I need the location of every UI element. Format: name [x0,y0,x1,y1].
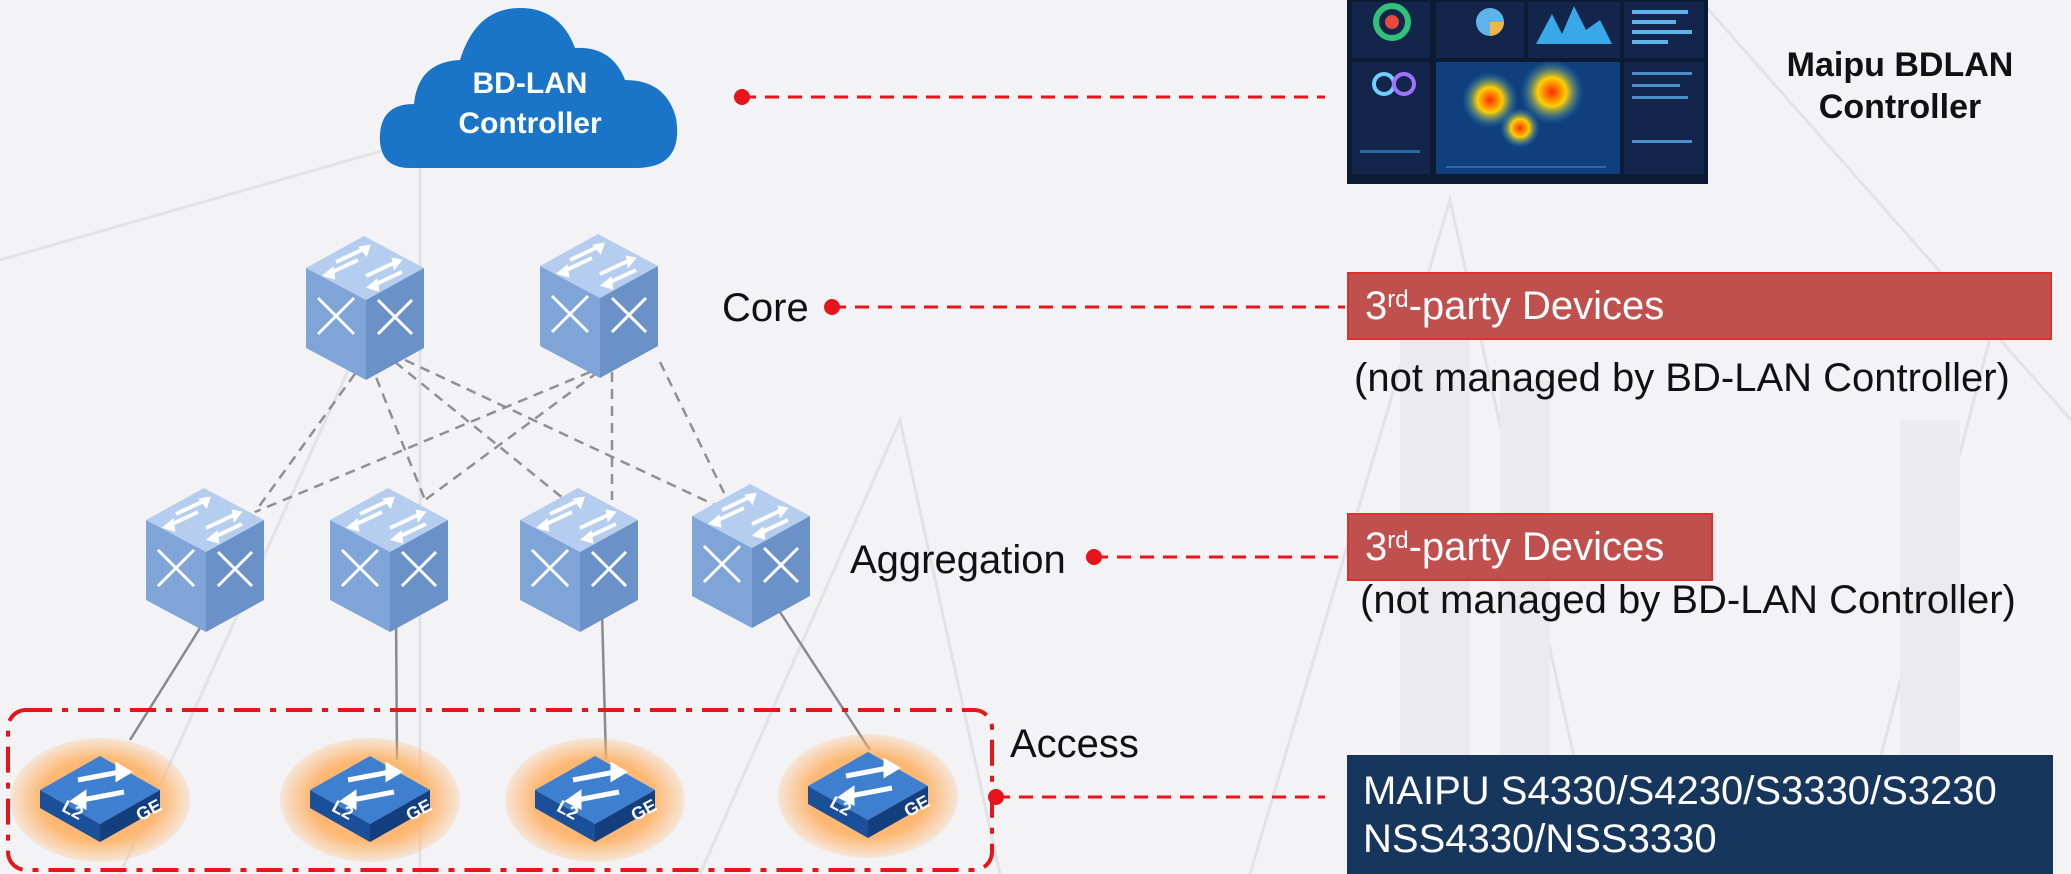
leader-dot-controller [734,89,750,105]
access-group-border [6,708,994,872]
core-aggregation-links [253,358,732,514]
core-box-suffix: -party Devices [1408,283,1665,328]
access-devices-box: MAIPU S4330/S4230/S3330/S3230 NSS4330/NS… [1347,755,2053,874]
access-switch-icon [778,734,958,858]
aggregation-note: (not managed by BD-LAN Controller) [1360,578,2016,622]
aggregation-switch-icon [518,486,640,634]
core-box-sup: rd [1387,286,1409,313]
cloud-icon [379,8,678,168]
leader-dot-core [824,299,840,315]
leader-lines [742,95,1345,799]
aggregation-switch-icon [144,486,266,634]
core-switch-icon [538,232,660,380]
access-switch-icon [10,738,190,862]
aggregation-switch-icon [690,482,812,630]
controller-title-line2: Controller [1818,88,1982,126]
dashboard-thumbnail-icon [1347,0,1708,184]
layer-label-core: Core [722,286,809,330]
controller-product-title: Maipu BDLAN Controller [1740,44,2060,128]
agg-box-sup: rd [1387,527,1409,554]
access-switch-icon [505,738,685,862]
access-box-line2: NSS4330/NSS3330 [1363,817,1717,861]
leader-dot-access [988,789,1004,805]
access-switch-icon [280,738,460,862]
aggregation-access-links [128,611,872,761]
aggregation-switch-icon [328,486,450,634]
agg-box-prefix: 3 [1365,524,1388,569]
cloud-label-line1: BD-LAN [472,67,588,100]
core-box-prefix: 3 [1365,283,1388,328]
layer-label-access: Access [1010,722,1139,766]
cloud-label-line2: Controller [458,107,602,140]
access-box-line1: MAIPU S4330/S4230/S3330/S3230 [1363,769,1997,813]
cloud-label: BD-LAN Controller [420,64,640,144]
agg-box-suffix: -party Devices [1408,524,1665,569]
core-note: (not managed by BD-LAN Controller) [1354,356,2010,400]
leader-dot-aggregation [1086,549,1102,565]
layer-label-aggregation: Aggregation [850,538,1066,582]
controller-title-line1: Maipu BDLAN [1786,46,2014,84]
core-switch-icon [304,234,426,382]
